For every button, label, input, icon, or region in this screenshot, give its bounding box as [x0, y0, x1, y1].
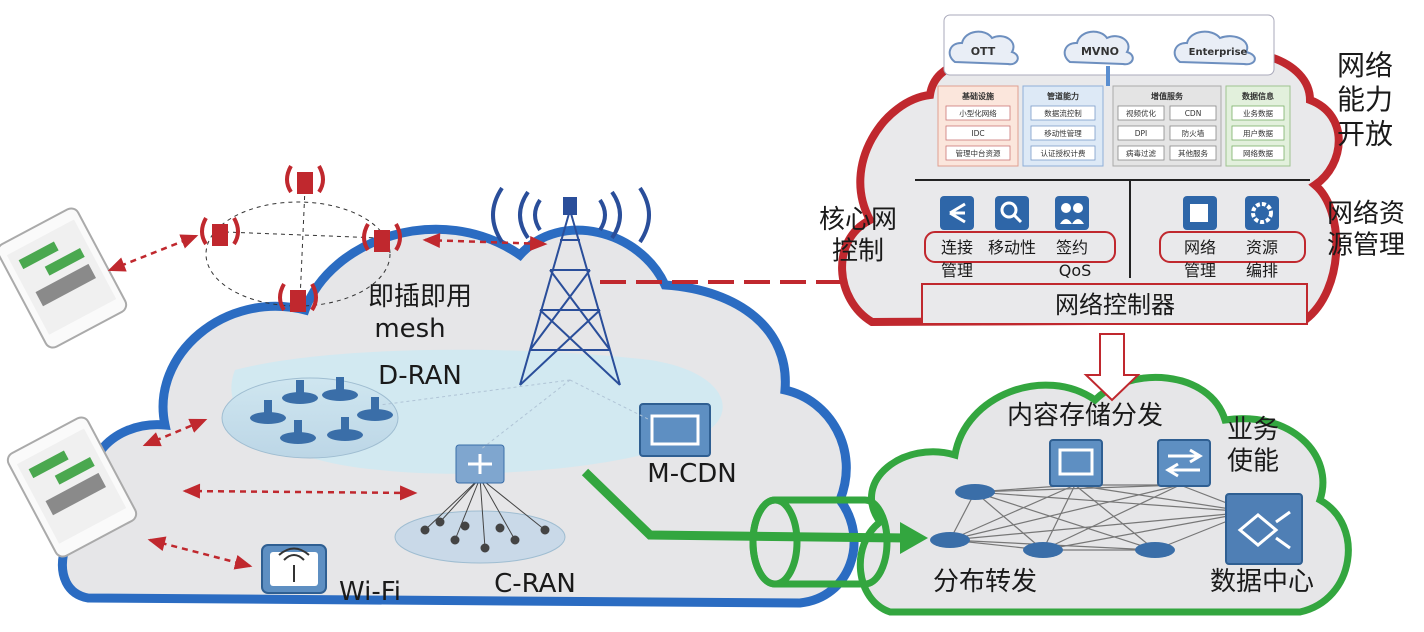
cap-item-boxes-2: [1030, 105, 1096, 161]
m-cdn-device-icon: [639, 403, 711, 457]
cap-title-data: 数据信息: [1242, 91, 1274, 101]
cap-item: 视频优化: [1126, 108, 1156, 118]
c-ran-cluster: [394, 510, 566, 564]
wifi-device-icon: [261, 544, 327, 594]
label-line: 开放: [1337, 117, 1393, 150]
cap-item: 认证授权计费: [1041, 148, 1086, 158]
core-control-label: 核心网控制: [819, 205, 897, 267]
resource-label: 资源: [1246, 238, 1278, 257]
resource-mgmt-group: [1159, 231, 1306, 263]
label-line: 业务: [1227, 415, 1279, 445]
d-ran-label: D-RAN: [378, 361, 462, 391]
content-storage-label: 内容存储分发: [1007, 401, 1163, 431]
mesh-node-icons: [200, 165, 402, 312]
cap-item: DPI: [1135, 129, 1148, 138]
cap-item: 病毒过滤: [1126, 148, 1156, 158]
label-line: 使能: [1227, 447, 1279, 477]
cap-title-infra: 基础设施: [961, 91, 994, 101]
cap-item: 小型化网络: [959, 108, 997, 118]
multiline-labels: 网络能力开放 核心网控制 网络资源管理 业务使能: [819, 49, 1405, 477]
qos-label: QoS: [1059, 261, 1092, 280]
wifi-label: Wi-Fi: [339, 577, 401, 607]
label-line: 网络: [1337, 49, 1393, 82]
core-control-group: [924, 231, 1116, 263]
network-manage-icon: [1183, 196, 1217, 230]
network-manage-label: 管理: [1184, 261, 1216, 280]
resource-orchestrate-icon: [1245, 196, 1279, 230]
cap-item: CDN: [1185, 109, 1202, 118]
cap-item: 防火墙: [1182, 128, 1205, 138]
network-capability-open-label: 网络能力开放: [1337, 49, 1393, 150]
mesh-label: mesh: [374, 314, 445, 344]
service-enable-label: 业务使能: [1227, 415, 1279, 477]
data-center-label: 数据中心: [1210, 567, 1314, 597]
plug-play-label: 即插即用: [368, 282, 472, 312]
label-line: 核心网: [819, 205, 897, 235]
label-line: 网络资: [1327, 199, 1405, 229]
controller-label: 网络控制器: [1055, 291, 1175, 319]
tenant-clouds: [948, 30, 1256, 66]
connect-icon: [940, 196, 974, 230]
label-line: 控制: [832, 237, 884, 267]
mobility-label: 移动性: [988, 238, 1036, 257]
cap-item: 网络数据: [1243, 148, 1273, 158]
cap-item-boxes-3: [1117, 105, 1217, 161]
green-forward-arrow: [581, 468, 928, 554]
phone-icon-top: [0, 207, 128, 349]
cap-item: 其他服务: [1178, 148, 1208, 158]
cap-item: 管理中台资源: [956, 148, 1001, 158]
core-cloud: [838, 38, 1343, 327]
network-label: 网络: [1184, 238, 1216, 257]
tenant-enterprise: Enterprise: [1189, 47, 1248, 58]
cap-item: IDC: [971, 129, 984, 138]
network-controller-bar: [921, 283, 1308, 325]
resource-mgmt-label: 网络资源管理: [1327, 199, 1405, 261]
m-cdn-label: M-CDN: [647, 459, 736, 489]
storage-device-icon: [1049, 439, 1103, 487]
phone-icon-bottom: [6, 416, 138, 558]
cap-item: 业务数据: [1243, 108, 1273, 118]
cap-title-vas: 增值服务: [1151, 91, 1184, 101]
cap-title-pipe: 管道能力: [1047, 91, 1079, 101]
d-ran-nodes: [250, 377, 393, 444]
cap-item: 数据流控制: [1044, 108, 1082, 118]
contract-icon: [1055, 196, 1089, 230]
connect-label: 连接: [941, 238, 973, 257]
service-switch-icon: [1157, 439, 1211, 487]
c-ran-switch-icon: [455, 444, 505, 484]
tower-links: [379, 379, 651, 451]
data-center-icon: [1225, 493, 1303, 565]
mobility-icon: [995, 196, 1029, 230]
tenant-mvno: MVNO: [1081, 45, 1119, 58]
label-line: 能力: [1337, 83, 1393, 116]
cap-item-boxes: [945, 105, 1011, 161]
tenant-ott: OTT: [971, 45, 996, 58]
c-ran-nodes: [420, 477, 550, 553]
router-icons: [930, 484, 1175, 558]
core-to-edge-arrow: [1083, 333, 1141, 402]
distribute-forward-label: 分布转发: [933, 567, 1037, 597]
manage-label: 管理: [941, 261, 973, 280]
contract-label: 签约: [1056, 238, 1088, 257]
cap-item: 移动性管理: [1044, 128, 1082, 138]
cap-item-boxes-4: [1231, 105, 1285, 161]
label-line: 源管理: [1327, 231, 1405, 261]
connection-tube: [749, 496, 891, 588]
orchestrate-label: 编排: [1246, 261, 1278, 280]
c-ran-label: C-RAN: [494, 569, 576, 599]
cap-item: 用户数据: [1243, 128, 1273, 138]
access-links: [107, 233, 548, 570]
forwarding-mesh: [949, 484, 1251, 551]
